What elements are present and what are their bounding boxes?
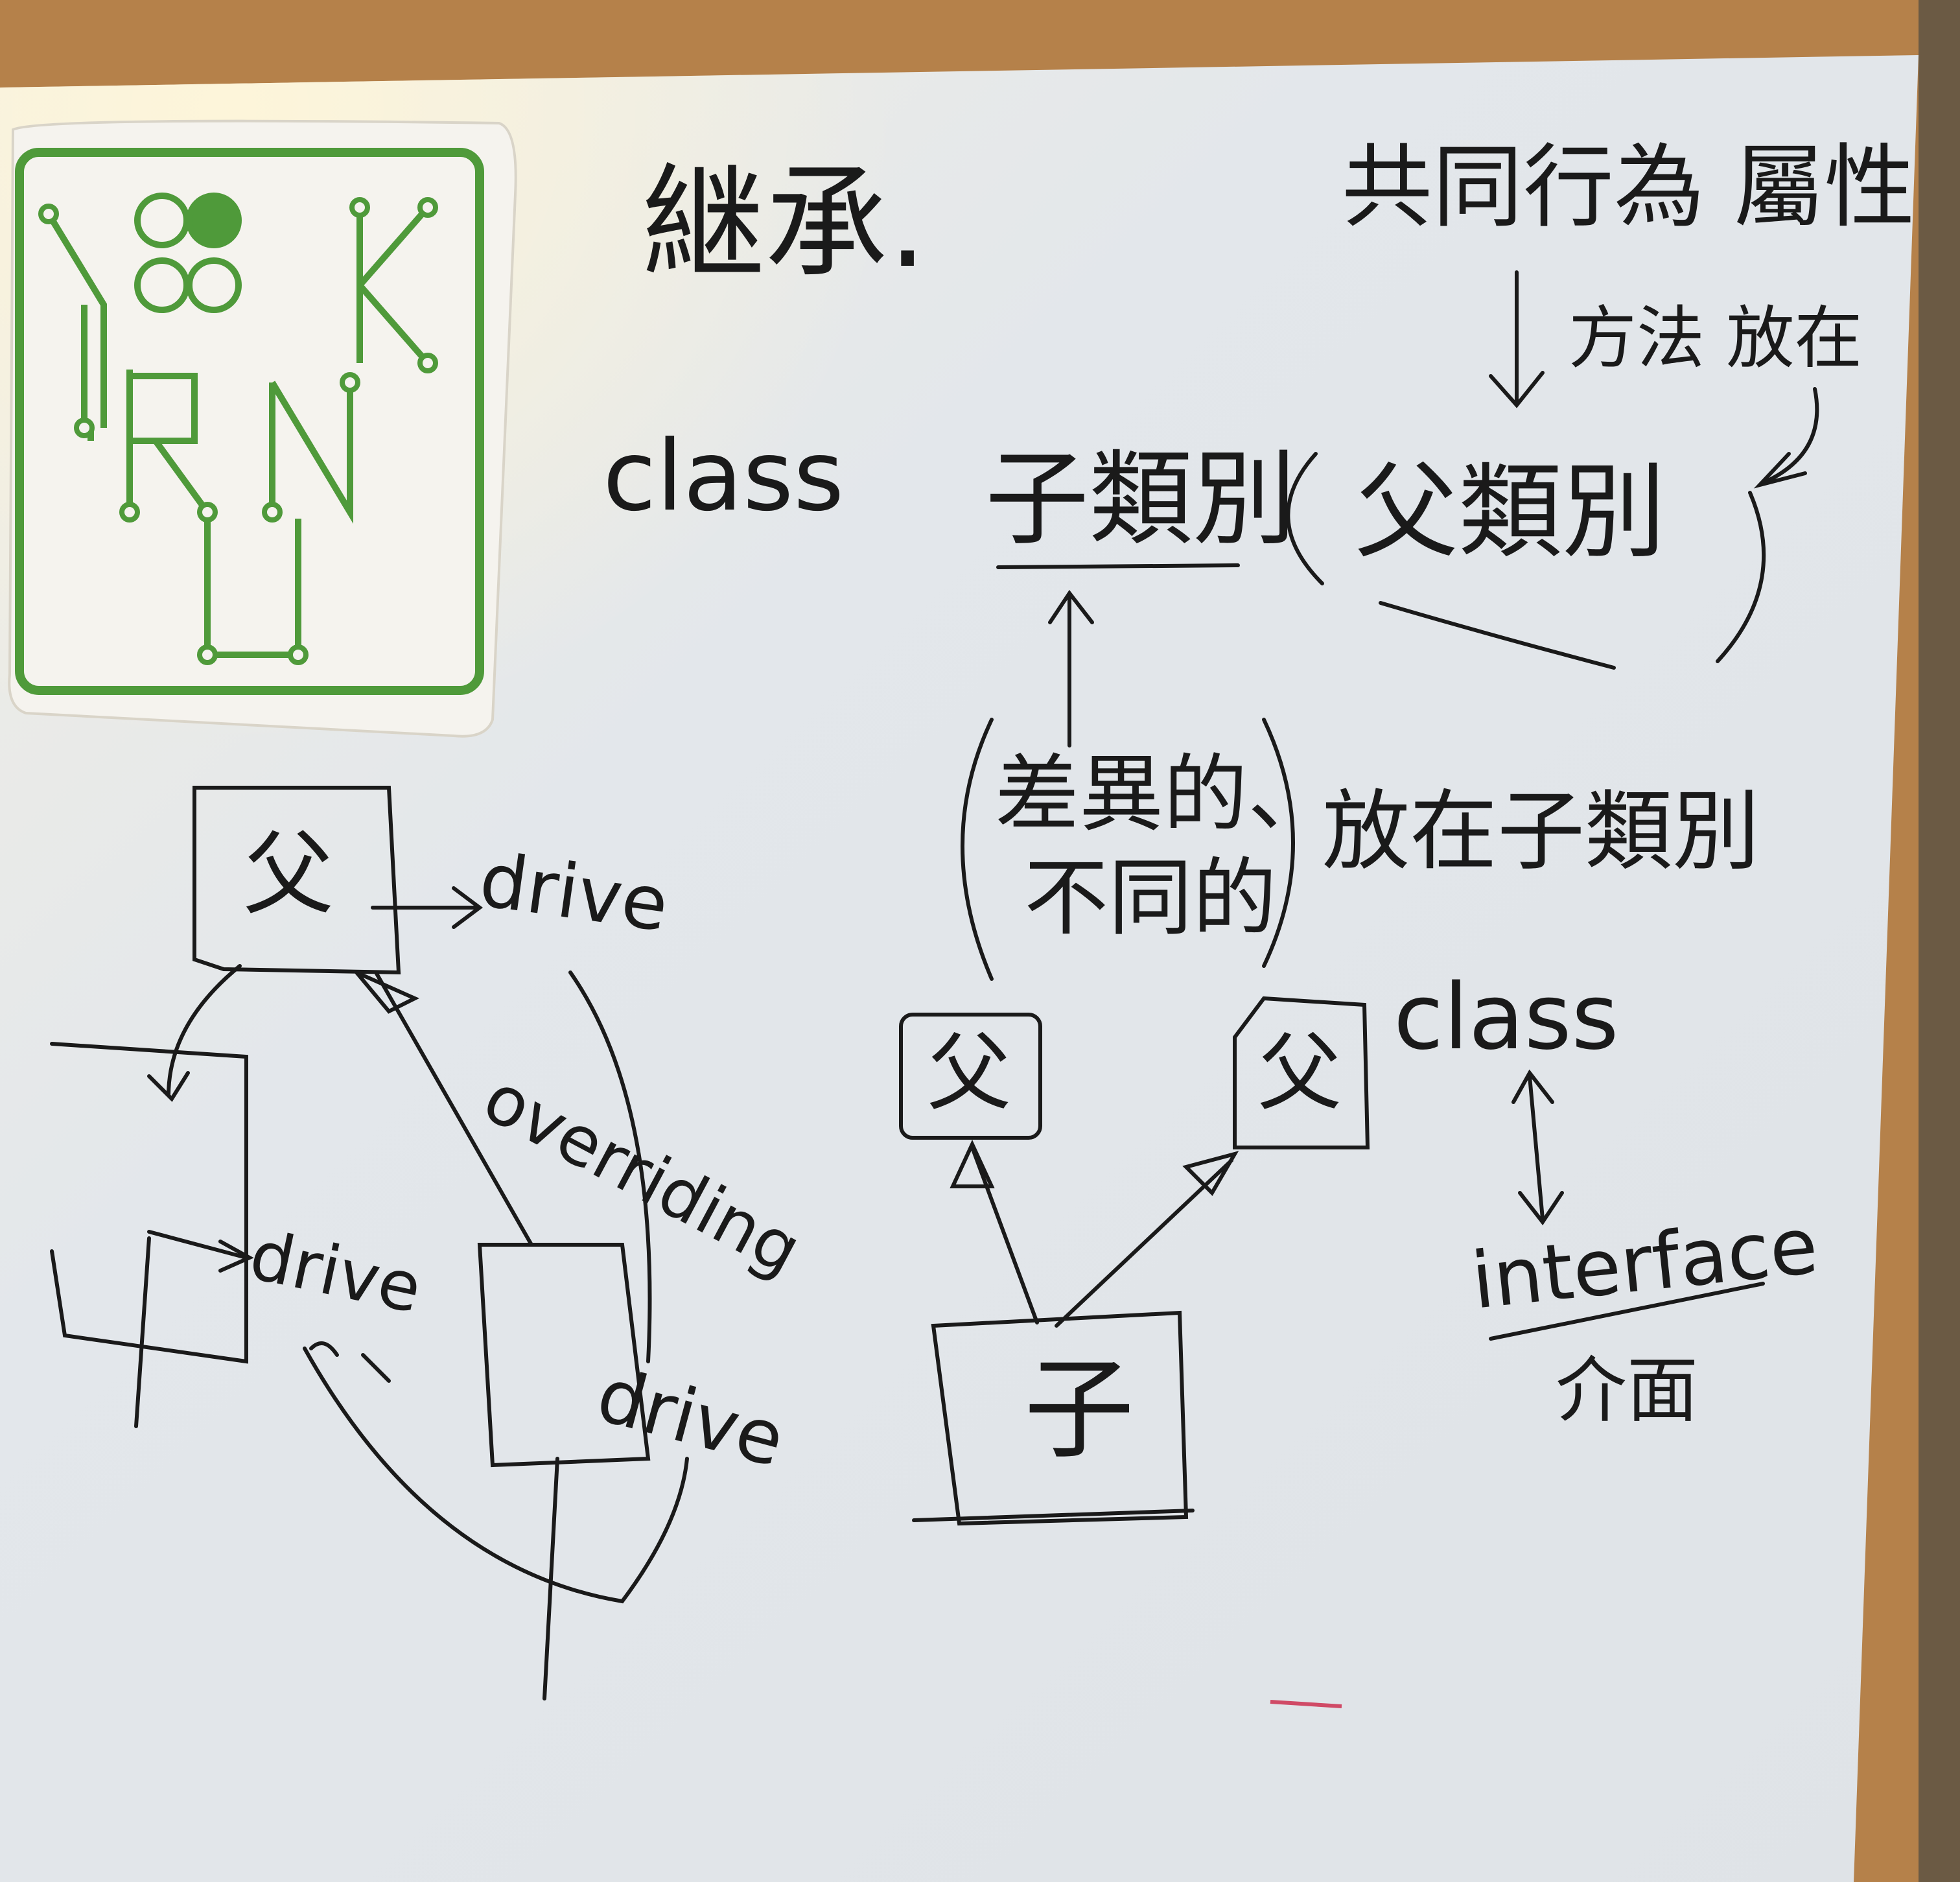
common-behavior-text: 共同行為 屬性 — [1342, 135, 1915, 241]
class-label-right: class — [1394, 965, 1619, 1070]
right-child-label: 子 — [1024, 1346, 1135, 1474]
logo-card — [8, 119, 517, 738]
difference-line-1: 差異的、 — [995, 745, 1333, 843]
right-parent-label-2: 父 — [1257, 1024, 1342, 1122]
wall-right — [1919, 0, 1960, 1882]
interface-zh-label: 介面 — [1556, 1349, 1698, 1432]
parent-class-text: 父類別 — [1355, 451, 1666, 572]
child-class-text: 子類別 — [985, 438, 1297, 559]
method-put-note: 方法 放在 — [1569, 299, 1863, 378]
red-mark — [1270, 1700, 1342, 1708]
difference-line-2: 不同的 — [1024, 849, 1278, 947]
left-parent-label: 父 — [243, 822, 334, 928]
title-inheritance: 継承. — [642, 152, 928, 295]
put-in-child-text: 放在子類別 — [1322, 781, 1760, 882]
right-parent-label-1: 父 — [927, 1024, 1012, 1122]
class-label-top: class — [603, 420, 845, 533]
